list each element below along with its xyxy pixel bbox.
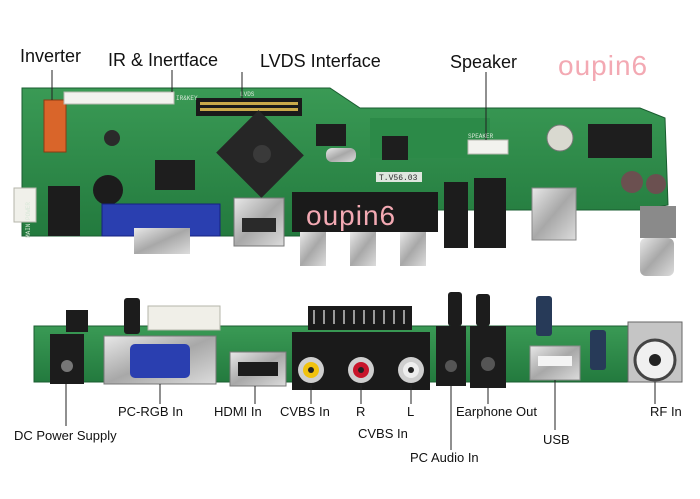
label-cvbs-in-audio: CVBS In	[358, 426, 408, 441]
watermark-center: oupin6	[306, 200, 397, 231]
leader-lines	[51, 70, 656, 450]
crystal	[326, 148, 356, 162]
lvds-header	[196, 98, 302, 116]
label-audio-l: L	[407, 404, 415, 419]
label-dc-power-supply: DC Power Supply	[14, 428, 117, 443]
svg-text:LVDS: LVDS	[240, 91, 255, 98]
capacitor	[104, 130, 120, 146]
label-pc-rgb-in: PC-RGB In	[118, 404, 184, 419]
board-model-text: T.V56.03	[379, 174, 418, 183]
bottom-board	[33, 292, 683, 390]
audio-jack-top	[474, 178, 506, 248]
dc-jack-top	[48, 186, 80, 236]
label-hdmi-in: HDMI In	[214, 404, 262, 419]
capacitor	[124, 298, 140, 334]
rca-block-top	[292, 192, 438, 232]
capacitor	[448, 292, 462, 326]
capacitor	[621, 171, 643, 193]
label-cvbs-in: CVBS In	[280, 404, 330, 419]
power-connector-white	[13, 187, 37, 223]
label-audio-r: R	[356, 404, 366, 419]
label-inverter: Inverter	[20, 46, 82, 66]
capacitor	[66, 310, 88, 332]
rf-connector-top	[640, 206, 676, 238]
speaker-connector	[467, 139, 509, 155]
svg-text:SPEAKER: SPEAKER	[468, 133, 494, 140]
label-usb: USB	[543, 432, 570, 447]
rca-red	[348, 357, 374, 383]
capacitor	[476, 294, 490, 326]
capacitor	[536, 296, 552, 336]
label-rf-in: RF In	[650, 404, 682, 419]
ir-connector	[63, 91, 175, 105]
small-ic	[316, 124, 346, 146]
rca-white	[398, 357, 424, 383]
svg-text:IR&KEY: IR&KEY	[176, 95, 198, 102]
rca-yellow	[298, 357, 324, 383]
capacitor	[646, 174, 666, 194]
inverter-connector	[43, 99, 67, 153]
usb-connector-top	[531, 187, 577, 241]
small-ic	[155, 160, 195, 190]
label-ir-interface: IR & Inertface	[108, 50, 219, 70]
top-board: IR&KEY LVDS SPEAKER MAIN POWER T.V56.03	[13, 87, 676, 276]
label-lvds-interface: LVDS Interface	[260, 51, 381, 71]
pin-header-bottom	[147, 305, 221, 331]
label-pc-audio-in: PC Audio In	[410, 450, 479, 465]
capacitor	[93, 175, 123, 205]
rca-jacks-top	[300, 232, 426, 266]
small-ic	[382, 136, 408, 160]
dc-jack	[50, 334, 84, 384]
small-ic	[588, 124, 652, 158]
label-speaker: Speaker	[450, 52, 518, 72]
audio-jack-top	[444, 182, 468, 248]
pc-audio-jack	[436, 326, 466, 386]
label-earphone-out: Earphone Out	[456, 404, 537, 419]
svg-text:MAIN POWER: MAIN POWER	[25, 202, 32, 238]
watermark-top: oupin6	[558, 50, 649, 81]
capacitor	[590, 330, 606, 370]
capacitor	[546, 124, 574, 152]
